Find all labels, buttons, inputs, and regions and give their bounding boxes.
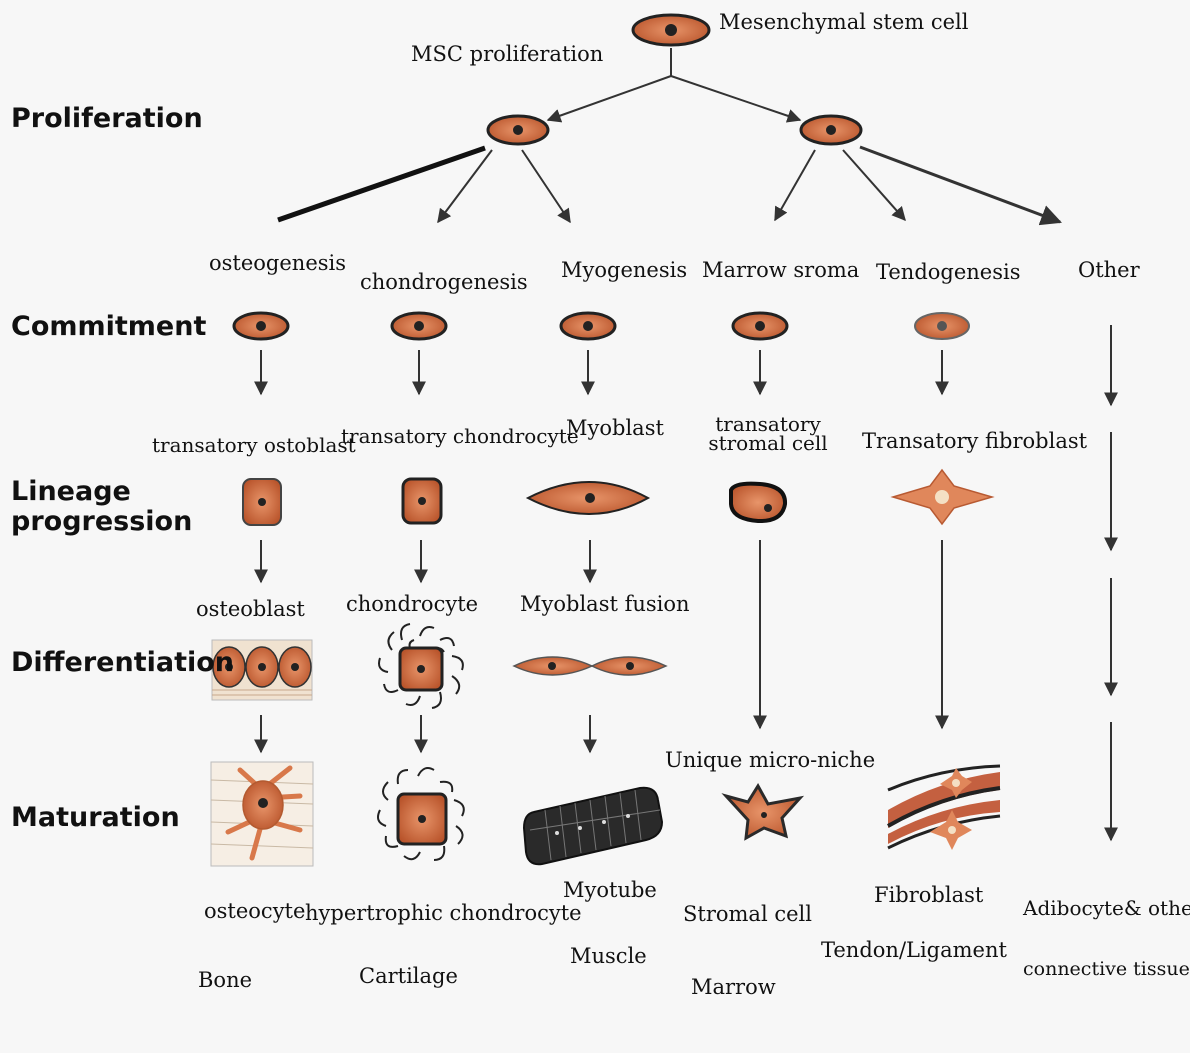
stage-label-maturation: Maturation (11, 802, 180, 833)
progenitor-cell-fibroblast (890, 468, 995, 526)
progenitor-label-fibroblast: Transatory fibroblast (862, 429, 1088, 453)
mature-label-hypertrophic-chondrocyte: hypertrophic chondrocyte (305, 901, 582, 925)
arrow-root-left (546, 75, 672, 123)
tissue-label-marrow: Marrow (691, 975, 776, 999)
progenitor-label-stromal: transatory stromal cell (708, 412, 828, 455)
proliferating-cell-left (486, 114, 550, 146)
process-label-other: Other (1078, 258, 1140, 282)
arrow-to-osteogenesis (277, 145, 486, 223)
tissue-label-muscle: Muscle (570, 944, 647, 968)
arrow-to-tendogenesis (842, 149, 906, 222)
myoblast-fusion-cells (512, 656, 668, 676)
progenitor-cell-chondro (401, 477, 443, 525)
mature-label-osteocyte: osteocyte (204, 899, 306, 923)
tissue-label-tendon-ligament: Tendon/Ligament (821, 938, 1007, 962)
osteoblast-layer (211, 639, 313, 701)
msc-proliferation-label: MSC proliferation (411, 42, 604, 66)
tendon-fibers (887, 764, 1001, 850)
stage-label-proliferation: Proliferation (11, 103, 203, 134)
hypertrophic-chondrocyte-with-matrix (377, 767, 465, 861)
root-stem-cell (631, 13, 711, 47)
chondrocyte-with-matrix (378, 623, 464, 709)
progenitor-cell-myoblast (525, 481, 651, 515)
progenitor-label-myoblast: Myoblast (566, 416, 664, 440)
tissue-label-connective: connective tissue (1023, 958, 1190, 980)
committed-cell-osteo (232, 311, 290, 341)
progenitor-cell-osteo (242, 478, 282, 526)
root-cell-label: Mesenchymal stem cell (719, 10, 969, 34)
stromal-cell-shape (721, 783, 805, 841)
differentiated-label-osteoblast: osteoblast (196, 597, 305, 621)
stage-label-differentiation: Differentiation (11, 647, 235, 678)
arrow-to-other (859, 145, 1062, 226)
tissue-label-bone: Bone (198, 968, 253, 992)
process-label-osteogenesis: osteogenesis (209, 251, 347, 275)
arrow-to-myogenesis (521, 149, 571, 224)
myotube-cylinder (522, 786, 664, 866)
committed-cell-marrow (731, 311, 789, 341)
mature-label-stromal-cell: Stromal cell (683, 902, 812, 926)
tissue-label-cartilage: Cartilage (359, 964, 458, 988)
progenitor-label-chondro: transatory chondrocyte (341, 424, 579, 448)
mature-label-myotube: Myotube (563, 878, 657, 902)
progenitor-label-osteo: transatory ostoblast (152, 433, 356, 457)
process-label-chondrogenesis: chondrogenesis (360, 270, 528, 294)
arrow-to-chondrogenesis (437, 149, 493, 224)
stage-label-commitment: Commitment (11, 311, 207, 342)
arrow-to-marrow-stroma (774, 149, 816, 222)
niche-label-marrow: Unique micro-niche (665, 748, 876, 772)
process-label-tendogenesis: Tendogenesis (876, 260, 1021, 284)
differentiated-label-chondrocyte: chondrocyte (346, 592, 479, 616)
mature-label-fibroblast: Fibroblast (874, 883, 984, 907)
osteocyte-in-matrix (210, 761, 314, 867)
mature-label-adipocyte: Adibocyte& other (1023, 896, 1190, 920)
stage-label-lineage-progression: Lineage progression (11, 476, 193, 538)
committed-cell-tendo (914, 312, 970, 340)
committed-cell-chondro (390, 311, 448, 341)
progenitor-cell-stromal (729, 481, 788, 524)
process-label-myogenesis: Myogenesis (561, 258, 688, 282)
arrow-root-right (670, 75, 802, 123)
committed-cell-myo (559, 311, 617, 341)
proliferating-cell-right (799, 114, 863, 146)
process-label-marrow-stroma: Marrow sroma (702, 258, 860, 282)
differentiated-label-myoblast-fusion: Myoblast fusion (520, 592, 690, 616)
